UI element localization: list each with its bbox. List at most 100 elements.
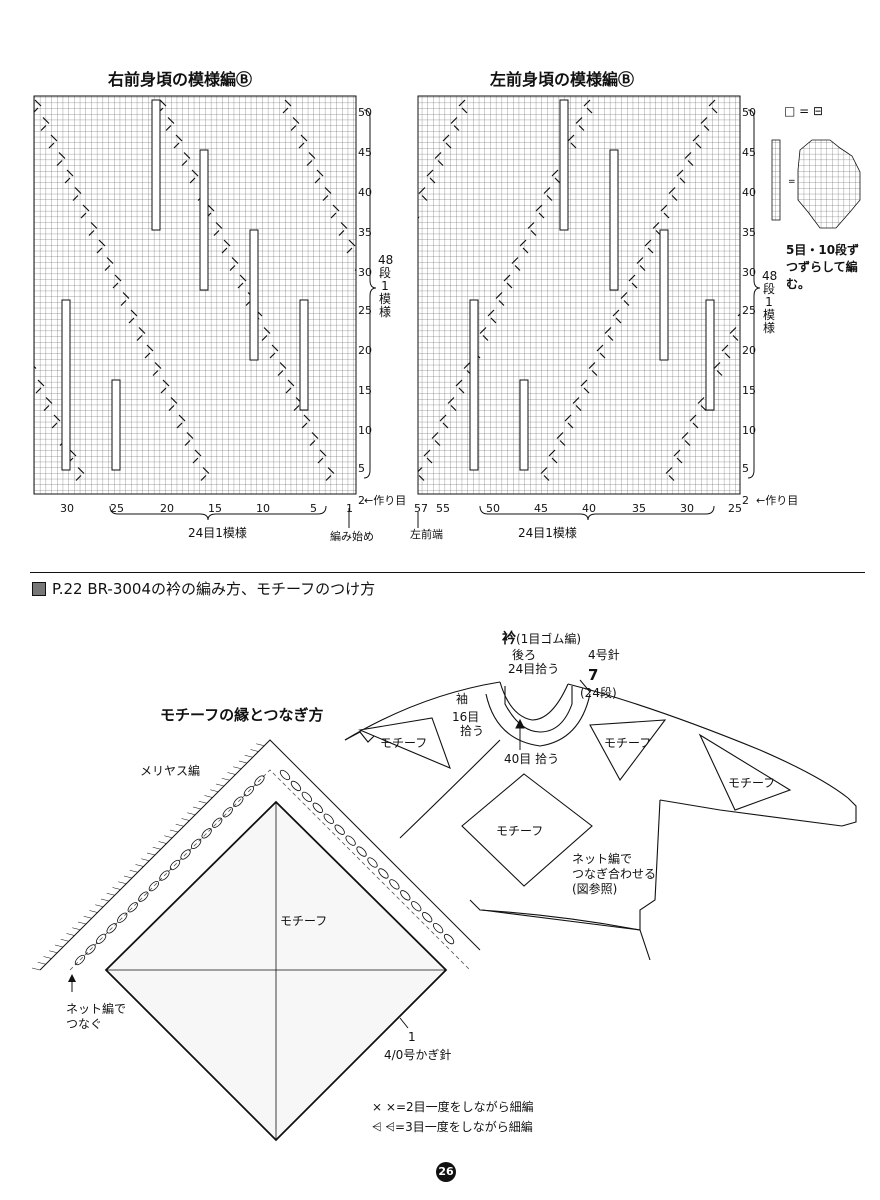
column-block xyxy=(519,379,529,471)
lace-loop xyxy=(301,791,313,803)
hatch-mark xyxy=(175,823,184,827)
hatch-mark xyxy=(89,910,98,913)
right-repeat-cols: 24目1模様 xyxy=(188,526,247,540)
lace-loop xyxy=(95,933,107,945)
right-cast-on: ←作り目 xyxy=(364,494,407,507)
cable-line xyxy=(34,99,210,481)
column-block xyxy=(299,299,309,411)
back-label: 後ろ xyxy=(512,648,537,662)
dec3-icon: ⩤ ⩤ xyxy=(372,1120,396,1134)
column-block xyxy=(249,229,259,361)
lace-loop xyxy=(378,868,389,879)
lace-loop xyxy=(345,835,356,846)
column-block xyxy=(111,379,121,471)
hatch-mark xyxy=(221,777,230,781)
left-col-ticks: 57 55 50 45 40 35 30 25 xyxy=(414,502,742,515)
hatch-mark xyxy=(60,938,69,942)
page-number: 26 xyxy=(436,1162,456,1182)
hatch-mark xyxy=(135,864,144,867)
column-block xyxy=(199,149,209,291)
motif-label-4: モチーフ xyxy=(496,824,544,838)
cable-line xyxy=(418,99,468,219)
right-col-bracket xyxy=(109,505,327,521)
lace-loop xyxy=(323,813,334,824)
hatch-mark xyxy=(83,915,92,919)
sweater-motifs xyxy=(358,717,792,887)
column-block xyxy=(61,299,71,471)
column-block xyxy=(469,299,479,471)
hatch-mark xyxy=(233,766,242,770)
sleeve-label: 袖 xyxy=(456,692,469,706)
lace-loop xyxy=(127,902,138,913)
lace-loop xyxy=(85,944,96,955)
sleeve-pick: 拾う xyxy=(460,724,485,738)
left-cast-on: ←作り目 xyxy=(756,494,799,507)
stockinette-label: メリヤス編 xyxy=(140,764,201,778)
hatch-mark xyxy=(169,829,179,833)
column-block xyxy=(659,229,669,361)
section-divider xyxy=(30,572,865,573)
right-col-ticks: 30 25 20 15 10 5 1 xyxy=(60,502,353,515)
lace-loop xyxy=(411,901,422,912)
motif-detail xyxy=(31,739,481,1142)
hatch-mark xyxy=(215,783,225,787)
left-chart-title: 左前身頃の模様編Ⓑ xyxy=(490,70,635,89)
hatch-mark xyxy=(227,772,236,775)
legend-equals: □ = ⊟ xyxy=(784,104,824,118)
front-count: 40目 拾う xyxy=(504,752,560,766)
collar-label: 衿(1目ゴム編) xyxy=(502,631,581,647)
lace-loop xyxy=(117,912,128,923)
lace-loop xyxy=(148,880,160,892)
hatch-mark xyxy=(37,961,46,965)
hatch-mark xyxy=(152,846,161,850)
hatch-mark xyxy=(164,835,173,839)
legend-note: 5目・10段ずつずらして編む。 xyxy=(786,243,860,291)
right-repeat-rows: 48段1模様 xyxy=(378,253,394,319)
hatch-mark xyxy=(43,956,52,959)
hatch-mark xyxy=(256,743,265,747)
hatch-mark xyxy=(244,754,253,758)
hook-label: 4/0号かぎ針 xyxy=(384,1048,452,1062)
lace-loop xyxy=(190,838,202,850)
hatch-mark xyxy=(118,881,127,885)
lace-loop xyxy=(389,879,400,890)
hatch-mark xyxy=(72,927,81,931)
lace-loop xyxy=(74,954,86,966)
column-block xyxy=(609,149,619,291)
hatch-mark xyxy=(129,869,138,873)
hatch-mark xyxy=(112,887,121,890)
hatch-mark xyxy=(198,800,207,804)
lace-loop xyxy=(180,849,191,860)
hook-number: 1 xyxy=(408,1030,416,1044)
right-row-bracket xyxy=(363,109,377,479)
lace-loop xyxy=(400,890,411,901)
motif-detail-title: モチーフの縁とつなぎ方 xyxy=(160,706,324,724)
motif-label-2: モチーフ xyxy=(604,736,652,750)
lace-loop xyxy=(422,912,433,923)
lace-loop xyxy=(312,802,323,813)
hatch-mark xyxy=(146,852,156,856)
back-count: 24目拾う xyxy=(508,662,560,676)
right-chart-grid xyxy=(33,95,357,495)
motif-detail-label: モチーフ xyxy=(280,914,328,928)
lace-loop xyxy=(212,817,223,828)
lace-loop xyxy=(367,857,378,868)
legend-swatch: = xyxy=(771,139,861,229)
rows-number: 7 xyxy=(588,666,599,684)
hatch-mark xyxy=(141,858,150,862)
lace-loop xyxy=(222,807,233,818)
motif-label-1: モチーフ xyxy=(380,736,428,750)
lace-loop xyxy=(356,846,367,857)
lace-loop xyxy=(290,780,302,792)
collar-arrows xyxy=(515,679,591,750)
column-block xyxy=(559,99,569,231)
column-block xyxy=(705,299,715,411)
hatch-mark xyxy=(31,967,41,971)
section-square-icon xyxy=(32,582,46,596)
lace-loop xyxy=(254,775,265,786)
symbol-line-1: ⨯ ⨯=2目一度をしながら細編 xyxy=(372,1100,534,1114)
hatch-mark xyxy=(250,749,259,752)
right-chart-title: 右前身頃の模様編Ⓑ xyxy=(108,70,253,89)
hatch-mark xyxy=(187,812,196,816)
column-block xyxy=(151,99,161,231)
